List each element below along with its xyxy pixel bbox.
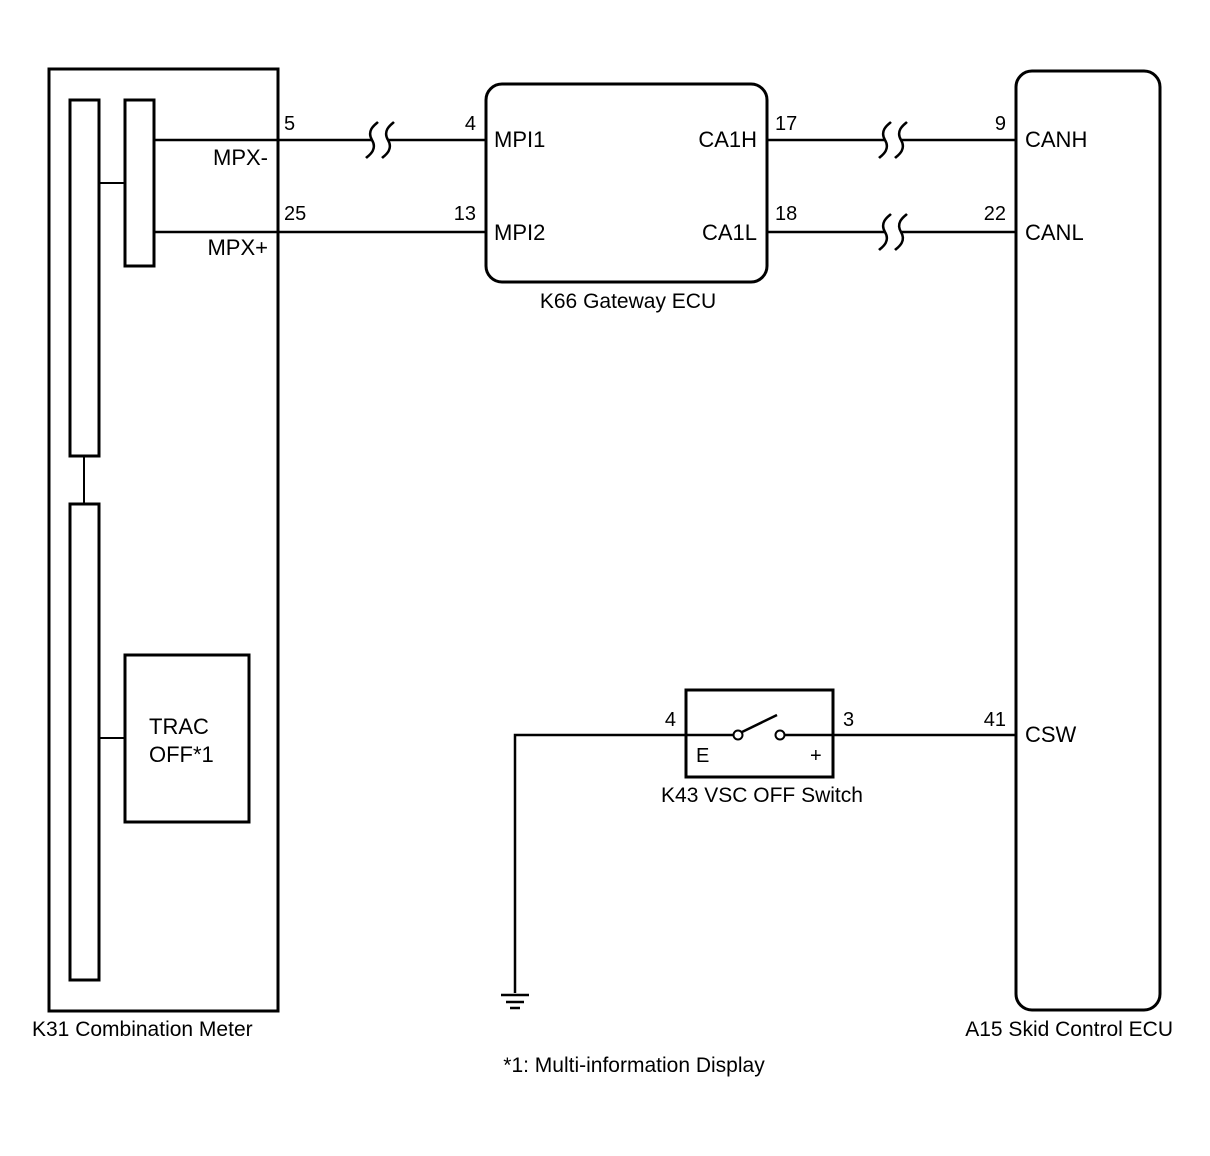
pin-ca1l: 18 — [775, 203, 797, 225]
terminal-plus: + — [810, 745, 822, 767]
switch-contact-right — [774, 729, 786, 741]
wire-mpi1: 5 4 — [154, 113, 486, 159]
wire-canl: 18 22 — [767, 203, 1016, 251]
vsc-off-switch-outline — [684, 688, 835, 779]
wire-csw: 3 41 — [833, 709, 1016, 737]
meter-mpx-block — [123, 98, 156, 268]
terminal-e: E — [696, 745, 709, 767]
gateway-ecu-outline — [484, 82, 769, 284]
vsc-off-switch: E + K43 VSC OFF Switch — [661, 688, 863, 807]
skid-control-ecu-label: A15 Skid Control ECU — [965, 1018, 1173, 1041]
pin-csw: 41 — [984, 709, 1006, 731]
trac-off-indicator — [123, 653, 251, 824]
combination-meter-label: K31 Combination Meter — [32, 1018, 253, 1041]
wire-mpi2: 25 13 — [154, 203, 486, 234]
signal-mpx-minus: MPX- — [213, 145, 268, 170]
trac-off-line2: OFF*1 — [149, 742, 214, 767]
switch-blade — [741, 713, 778, 734]
pin-mpx-plus: 25 — [284, 203, 306, 225]
signal-ca1l: CA1L — [702, 220, 757, 245]
signal-mpi1: MPI1 — [494, 127, 545, 152]
skid-control-ecu: CANH CANL CSW A15 Skid Control ECU — [965, 69, 1173, 1041]
pin-mpi1: 4 — [465, 113, 476, 135]
wire-switch-ground: 4 — [501, 709, 686, 1010]
vsc-off-switch-label: K43 VSC OFF Switch — [661, 784, 863, 807]
signal-mpx-plus: MPX+ — [207, 235, 268, 260]
meter-bus-upper — [68, 98, 101, 458]
pin-switch-e: 4 — [665, 709, 676, 731]
signal-canl: CANL — [1025, 220, 1084, 245]
pin-canl: 22 — [984, 203, 1006, 225]
gateway-ecu-label: K66 Gateway ECU — [540, 290, 716, 313]
gateway-ecu: MPI1 MPI2 CA1H CA1L K66 Gateway ECU — [484, 82, 769, 313]
footnote: *1: Multi-information Display — [503, 1054, 765, 1077]
meter-bus-lower — [68, 502, 101, 982]
pin-mpi2: 13 — [454, 203, 476, 225]
signal-mpi2: MPI2 — [494, 220, 545, 245]
switch-contact-left — [732, 729, 744, 741]
pin-canh: 9 — [995, 113, 1006, 135]
signal-csw: CSW — [1025, 722, 1077, 747]
pin-mpx-minus: 5 — [284, 113, 295, 135]
signal-ca1h: CA1H — [698, 127, 757, 152]
pin-switch-plus: 3 — [843, 709, 854, 731]
wire-canh: 17 9 — [767, 113, 1016, 159]
pin-ca1h: 17 — [775, 113, 797, 135]
skid-control-ecu-outline — [1014, 69, 1162, 1012]
signal-canh: CANH — [1025, 127, 1087, 152]
combination-meter: TRAC OFF*1 MPX- MPX+ K31 Combination Met… — [32, 67, 280, 1041]
trac-off-line1: TRAC — [149, 714, 209, 739]
